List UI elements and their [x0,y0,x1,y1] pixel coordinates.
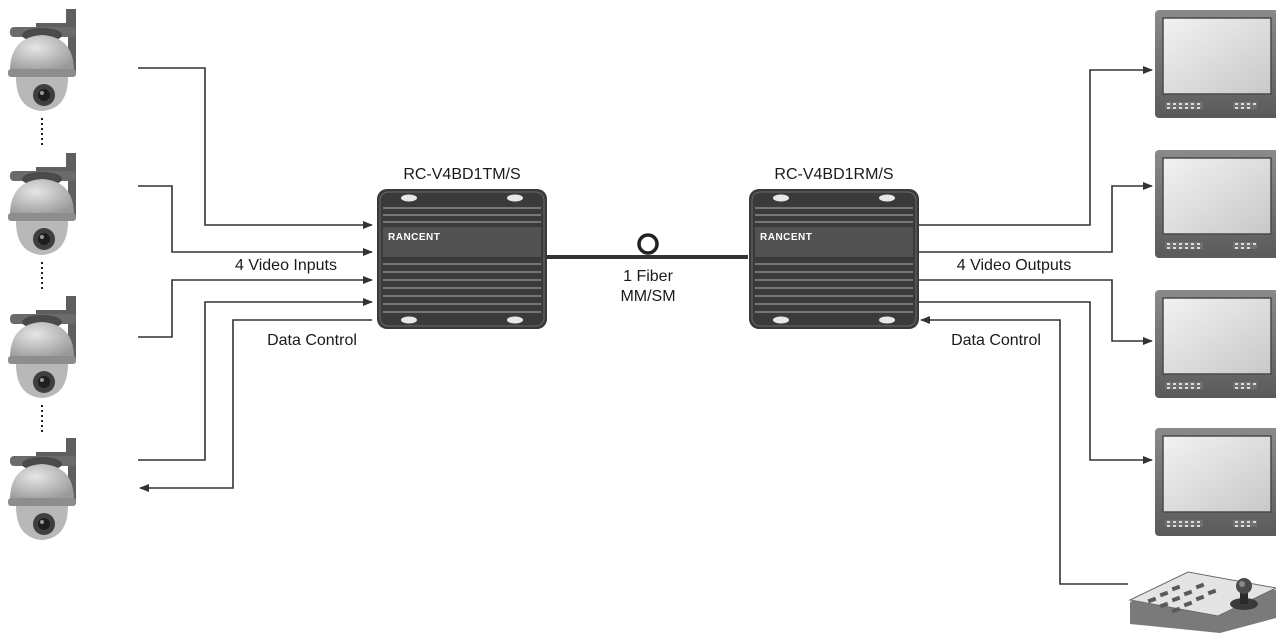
receiver-model-label: RC-V4BD1RM/S [774,166,893,183]
monitor-3 [1154,289,1276,399]
monitor-2 [1154,149,1276,259]
data-control-label-left: Data Control [267,332,357,349]
camera-4 [8,438,76,540]
camera-3 [8,296,76,398]
transmitter-brand: RANCENT [388,232,440,243]
video-output-wires [919,66,1153,464]
receiver-box: RANCENT [748,188,920,330]
data-control-wire-right [920,316,1128,585]
monitor-4 [1154,427,1276,537]
ptz-keyboard-controller-icon [1128,571,1276,633]
data-control-wire-left [139,319,372,492]
camera-2 [8,153,76,255]
data-control-label-right: Data Control [951,332,1041,349]
receiver-brand: RANCENT [760,232,812,243]
fiber-count-label: 1 Fiber [623,268,673,285]
transmitter-model-label: RC-V4BD1TM/S [403,166,520,183]
transmitter-box: RANCENT [376,188,548,330]
monitor-1 [1154,9,1276,119]
video-input-wires [138,67,373,461]
fiber-coil-icon [637,233,659,255]
camera-1 [8,9,76,111]
fiber-mode-label: MM/SM [620,288,675,305]
video-inputs-label: 4 Video Inputs [235,257,337,274]
video-outputs-label: 4 Video Outputs [957,257,1071,274]
